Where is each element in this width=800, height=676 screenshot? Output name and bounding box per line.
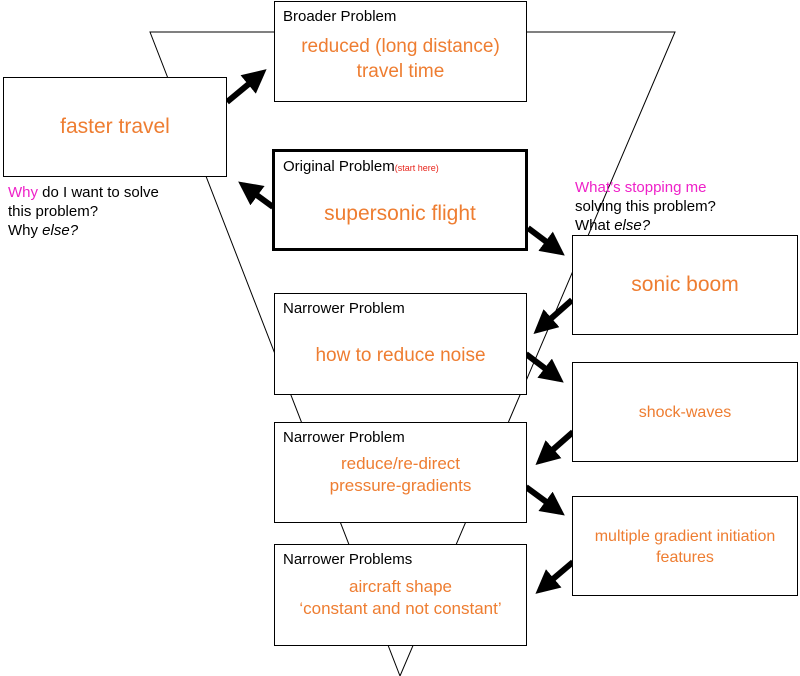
broader-problem-box: Broader Problem reduced (long distance) … (274, 1, 527, 102)
original-problem-box: Original Problem(start here) supersonic … (272, 149, 528, 251)
narrower-problems-3-text: aircraft shape ‘constant and not constan… (275, 576, 526, 620)
broader-problem-line1: reduced (long distance) (301, 36, 500, 57)
why-note: Why do I want to solve this problem? Why… (8, 183, 159, 240)
narrower-problem-1-box: Narrower Problem how to reduce noise (274, 293, 527, 395)
narrower-problem-1-header: Narrower Problem (283, 300, 405, 317)
start-here-note: (start here) (394, 163, 439, 173)
original-problem-header: Original Problem(start here) (283, 158, 439, 175)
narrower-problems-3-line1: aircraft shape (349, 577, 452, 596)
arrow-gradient-to-narrower3 (535, 559, 575, 594)
stopping-note-line2: solving this problem? (575, 198, 716, 215)
why-note-line3-prefix: Why (8, 222, 43, 239)
arrow-faster-to-broader (225, 69, 267, 105)
narrower-problems-3-header: Narrower Problems (283, 551, 413, 568)
broader-problem-line2: travel time (356, 61, 445, 82)
arrow-narrower1-to-shock (524, 351, 564, 383)
stopping-note: What’s stopping me solving this problem?… (575, 178, 716, 235)
narrower-problems-3-line2: ‘constant and not constant’ (299, 599, 502, 618)
shock-waves-text: shock-waves (638, 404, 732, 421)
narrower-problem-2-line1: reduce/re-direct (340, 454, 461, 473)
original-problem-text: supersonic flight (324, 202, 476, 225)
arrow-original-to-sonic (526, 225, 565, 256)
narrower-problem-2-line2: pressure-gradients (329, 476, 472, 495)
arrow-original-to-faster (238, 181, 275, 210)
why-note-line2: this problem? (8, 203, 99, 220)
gradient-features-box: multiple gradient initiation features (572, 496, 798, 596)
narrower-problem-1-text: how to reduce noise (315, 345, 486, 366)
sonic-boom-box: sonic boom (572, 235, 798, 335)
why-note-line1: Why do I want to solve (8, 183, 159, 202)
why-highlight: Why (8, 184, 38, 201)
narrower-problem-2-box: Narrower Problem reduce/re-direct pressu… (274, 422, 527, 523)
stopping-note-line3-italic: else? (614, 217, 651, 234)
stopping-note-line3: What else? (575, 216, 716, 235)
why-note-line3-italic: else? (42, 222, 79, 239)
stopping-note-line3-prefix: What (575, 217, 615, 234)
narrower-problem-2-text: reduce/re-direct pressure-gradients (275, 453, 526, 497)
faster-travel-box: faster travel (3, 77, 227, 177)
narrower-problem-2-header: Narrower Problem (283, 429, 405, 446)
narrower-problems-3-box: Narrower Problems aircraft shape ‘consta… (274, 544, 527, 646)
shock-waves-box: shock-waves (572, 362, 798, 462)
arrow-shock-to-narrower2 (535, 429, 575, 465)
broader-problem-header: Broader Problem (283, 8, 397, 25)
stopping-highlight: What’s stopping me (575, 179, 707, 196)
sonic-boom-text: sonic boom (631, 273, 739, 296)
arrow-narrower2-to-gradient (524, 484, 565, 516)
why-note-rest: do I want to solve (38, 184, 159, 201)
gradient-features-text: multiple gradient initiation features (573, 526, 797, 568)
gradient-features-line2: features (656, 549, 714, 566)
why-note-line3: Why else? (8, 221, 159, 240)
gradient-features-line1: multiple gradient initiation (594, 528, 776, 545)
original-problem-title: Original Problem (283, 158, 395, 175)
arrow-sonic-to-narrower1 (533, 297, 574, 334)
broader-problem-text: reduced (long distance) travel time (275, 34, 526, 84)
faster-travel-text: faster travel (60, 115, 170, 138)
